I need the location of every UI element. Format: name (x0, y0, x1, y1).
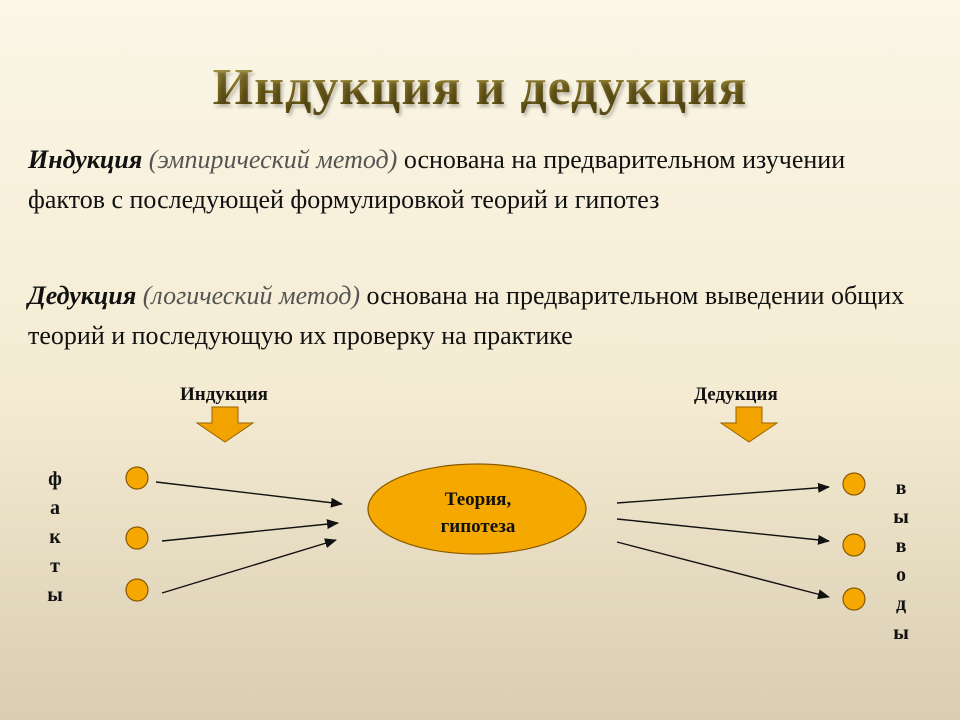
conclusion-node-2 (842, 533, 866, 557)
facts-vertical-label: ф а к т ы (43, 465, 67, 610)
arrow-theory-to-conclusion2 (616, 518, 830, 545)
fact-node-1 (125, 466, 149, 490)
deduction-down-arrow (719, 406, 779, 443)
theory-label-line2: гипотеза (440, 516, 516, 537)
deduction-label: Дедукция (694, 384, 778, 405)
facts-letter: а (50, 497, 60, 519)
conclusions-letter: д (895, 593, 907, 615)
conclusions-letter: о (896, 564, 906, 586)
fact-node-3 (125, 578, 149, 602)
conclusions-letter: в (895, 477, 907, 499)
fact-node-2 (125, 526, 149, 550)
arrow-fact2-to-theory (161, 519, 339, 542)
slide-title: Индукция и дедукция (0, 58, 960, 117)
facts-letter: к (49, 526, 61, 548)
deduction-definition: Дедукция (логический метод) основана на … (28, 276, 928, 356)
theory-label-line1: Теория, (444, 489, 512, 510)
arrow-theory-to-conclusion3 (616, 541, 830, 600)
theory-ellipse (367, 463, 587, 555)
conclusions-vertical-label: в ы в о д ы (889, 474, 913, 648)
conclusions-letter: ы (893, 622, 909, 644)
conclusion-node-1 (842, 472, 866, 496)
deduction-method: (логический метод) (142, 281, 361, 310)
induction-term: Индукция (28, 145, 143, 174)
deduction-term: Дедукция (28, 281, 137, 310)
conclusions-letter: ы (893, 506, 909, 528)
induction-definition: Индукция (эмпирический метод) основана н… (28, 140, 928, 220)
arrow-fact1-to-theory (155, 481, 343, 508)
facts-letter: т (50, 555, 60, 577)
induction-down-arrow (195, 406, 255, 443)
facts-letter: ф (48, 468, 62, 490)
deduction-text: основана на предварительном выведении об… (28, 281, 905, 350)
arrow-theory-to-conclusion1 (616, 482, 830, 504)
conclusions-letter: в (895, 535, 907, 557)
induction-label: Индукция (180, 384, 268, 405)
arrow-fact3-to-theory (161, 538, 337, 594)
theory-label: Теория, гипотеза (368, 486, 588, 540)
facts-letter: ы (47, 584, 63, 606)
conclusion-node-3 (842, 587, 866, 611)
induction-method: (эмпирический метод) (148, 145, 398, 174)
induction-text: основана на предварительном изучении фак… (28, 145, 846, 214)
